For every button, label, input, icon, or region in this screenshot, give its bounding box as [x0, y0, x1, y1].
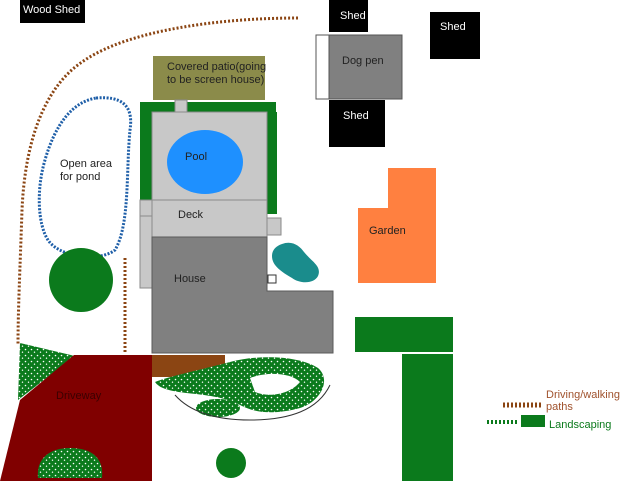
front-bed-outline [174, 384, 331, 421]
deck [139, 199, 268, 238]
pond [272, 242, 319, 283]
dog-pen-label: Dog pen [342, 55, 384, 67]
walking-path [16, 16, 299, 346]
shed-right-label: Shed [440, 21, 466, 33]
front-bed-small [196, 399, 240, 417]
pool [167, 130, 243, 194]
covered-patio-label: Covered patio(going to be screen house) [167, 61, 267, 86]
hedge-right [267, 112, 277, 214]
shed-right [430, 12, 480, 59]
hedge-left [140, 112, 152, 200]
covered-patio [153, 56, 265, 100]
patio-step [174, 99, 188, 113]
driveway-label: Driveway [56, 390, 102, 402]
deck-step-right [266, 217, 282, 236]
deck-label: Deck [178, 209, 204, 221]
driveway [0, 355, 152, 481]
landscaping-bar [355, 317, 453, 352]
shrub-large [49, 248, 113, 312]
house-label: House [174, 273, 206, 285]
house-door [267, 274, 277, 284]
dog-pen [328, 34, 403, 100]
open-area-label: Open area for pond [60, 158, 112, 183]
legend-paths-label: Driving/walking paths [546, 389, 620, 413]
shed-bottom-label: Shed [343, 110, 369, 122]
wood-shed-label: Wood Shed [23, 4, 81, 16]
walkway-left [139, 215, 153, 289]
shrub-driveway [37, 448, 103, 478]
landscaping-strip [402, 354, 453, 481]
shrub-bed-left [18, 343, 75, 400]
shed-bottom [329, 100, 385, 147]
pool-label: Pool [185, 151, 208, 163]
shrub-small [216, 448, 246, 478]
house [151, 236, 334, 354]
dog-pen-gate [315, 34, 331, 100]
garden [358, 168, 436, 283]
front-bed [155, 357, 325, 413]
wood-shed [20, 0, 85, 23]
deck-step-left [139, 199, 153, 217]
legend-landscaping-label: Landscaping [549, 419, 612, 431]
legend-landscaping-swatch [521, 415, 545, 427]
shed-top-label: Shed [340, 10, 366, 22]
shed-top [329, 0, 368, 32]
garden-label: Garden [369, 225, 406, 237]
hedge-top [140, 102, 276, 112]
front-bed-gap [250, 373, 300, 395]
